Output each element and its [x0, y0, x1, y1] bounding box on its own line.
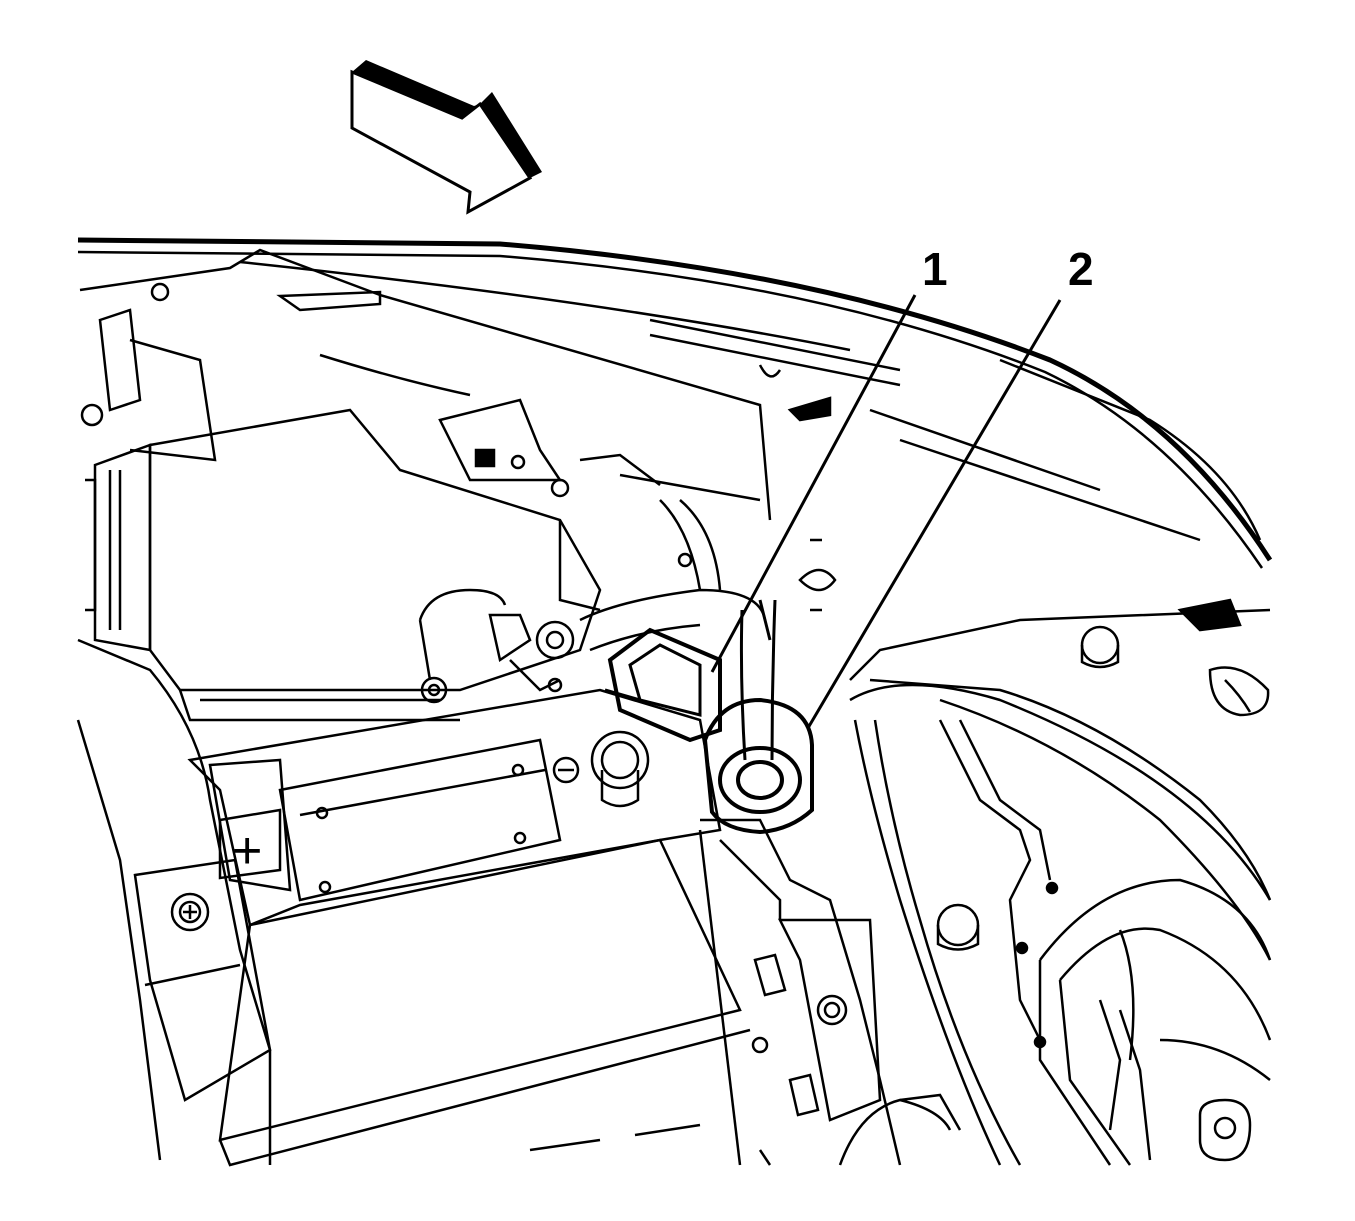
battery — [187, 688, 751, 1167]
leader-lines — [710, 294, 1062, 729]
callout-1-label: 1 — [922, 243, 948, 295]
fog-lamp-opening — [1038, 878, 1272, 1166]
coolant-hose — [579, 499, 767, 652]
callout-1-leader — [710, 294, 917, 673]
hood-panel — [77, 237, 1273, 569]
ground-wire — [418, 588, 575, 704]
callout-2-label: 2 — [1068, 243, 1094, 295]
wiring-clip — [798, 538, 1242, 632]
grommet — [702, 697, 814, 835]
headlamp-housing — [849, 608, 1272, 1166]
electrical-connector — [604, 627, 722, 743]
upper-bracket — [438, 398, 761, 502]
air-cleaner-housing — [85, 408, 602, 722]
left-fender-panel — [76, 638, 272, 1165]
radiator-support — [698, 818, 962, 1166]
cowl-panel — [79, 248, 832, 521]
callout-2-leader — [806, 299, 1062, 729]
front-direction-arrow-icon — [350, 60, 542, 215]
vertical-hose — [739, 599, 777, 761]
push-pin-fasteners — [936, 625, 1270, 1162]
